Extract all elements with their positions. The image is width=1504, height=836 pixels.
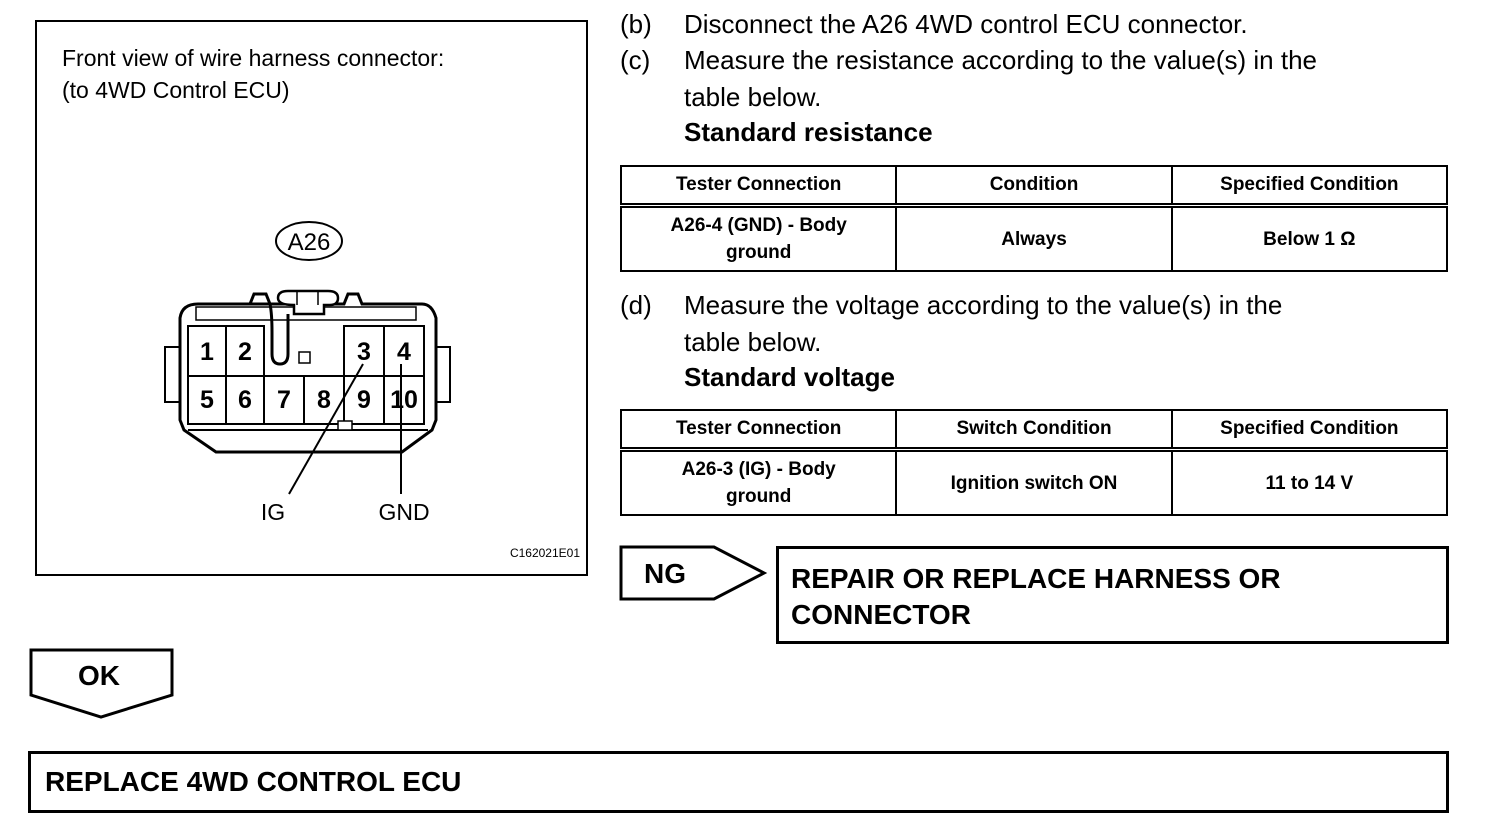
pin-label-2: 2 — [238, 338, 252, 366]
pin-label-1: 1 — [200, 338, 214, 366]
bottom-key — [337, 420, 353, 431]
header-specified-condition: Specified Condition — [1170, 409, 1449, 452]
ng-action-line1: REPAIR OR REPLACE HARNESS OR — [791, 563, 1281, 594]
figure-caption-line1: Front view of wire harness connector: — [62, 45, 445, 71]
right-side-tab — [435, 346, 451, 403]
pin-label-4: 4 — [397, 338, 411, 366]
ig-leader-line — [288, 363, 364, 495]
pin-label-10: 10 — [390, 386, 418, 414]
table-row: A26-4 (GND) - Body ground Always Below 1… — [619, 204, 1449, 272]
resistance-table: Tester Connection Condition Specified Co… — [619, 165, 1449, 272]
connector-housing — [178, 292, 438, 454]
table-header-row: Tester Connection Switch Condition Speci… — [619, 409, 1449, 452]
tester-line1: A26-4 (GND) - Body — [670, 215, 847, 236]
connector-diagram: A26 1 2 3 — [164, 221, 451, 525]
pin-label-7: 7 — [277, 386, 291, 414]
pin-label-5: 5 — [200, 386, 214, 414]
standard-resistance-heading: Standard resistance — [684, 117, 933, 147]
cell-condition: Always — [895, 204, 1173, 272]
lock-latch — [276, 289, 340, 316]
pin-cavity-10 — [383, 375, 425, 425]
header-tester-connection: Tester Connection — [619, 165, 898, 208]
ng-flag-label: NG — [644, 558, 686, 589]
ig-terminal-label: IG — [261, 499, 285, 525]
step-d-text-line2: table below. — [684, 327, 822, 357]
connector-id-ellipse — [275, 221, 343, 261]
header-specified-condition: Specified Condition — [1170, 165, 1449, 208]
header-tester-connection: Tester Connection — [619, 409, 898, 452]
step-c-text-line1: Measure the resistance according to the … — [684, 45, 1318, 75]
header-switch-condition: Switch Condition — [895, 409, 1173, 452]
connector-illustration-panel: Front view of wire harness connector: (t… — [35, 20, 588, 576]
step-c-text-line2: table below. — [684, 82, 822, 112]
figure-caption-line2: (to 4WD Control ECU) — [62, 77, 290, 103]
cell-tester-connection: A26-4 (GND) - Body ground — [619, 204, 898, 272]
tester-line2: ground — [725, 486, 792, 507]
table-header-row: Tester Connection Condition Specified Co… — [619, 165, 1449, 208]
pin-label-9: 9 — [357, 386, 371, 414]
left-side-tab — [164, 346, 181, 403]
tester-line2: ground — [725, 242, 792, 263]
voltage-table: Tester Connection Switch Condition Speci… — [619, 409, 1449, 516]
tester-line1: A26-3 (IG) - Body — [681, 459, 836, 480]
ng-flag-arrow-icon — [619, 545, 768, 601]
ng-action-box: REPAIR OR REPLACE HARNESS OR CONNECTOR — [776, 546, 1449, 644]
cell-specified: Below 1 Ω — [1170, 204, 1449, 272]
cell-specified: 11 to 14 V — [1170, 448, 1449, 516]
key-square — [298, 351, 311, 364]
table-row: A26-3 (IG) - Body ground Ignition switch… — [619, 448, 1449, 516]
pin-grid — [187, 325, 425, 425]
step-b-label: (b) — [620, 9, 652, 39]
step-c-label: (c) — [620, 45, 651, 75]
ok-flag-arrow-icon — [29, 648, 174, 719]
standard-voltage-heading: Standard voltage — [684, 362, 895, 392]
connector-id-label: A26 — [288, 229, 331, 256]
step-d-text-line1: Measure the voltage according to the val… — [684, 290, 1283, 320]
pin-label-8: 8 — [317, 386, 331, 414]
pin-label-3: 3 — [357, 338, 371, 366]
step-b-text: Disconnect the A26 4WD control ECU conne… — [684, 9, 1248, 39]
cell-tester-connection: A26-3 (IG) - Body ground — [619, 448, 898, 516]
ok-flag-label: OK — [78, 660, 120, 691]
ok-action-text: REPLACE 4WD CONTROL ECU — [45, 766, 462, 797]
pin-label-6: 6 — [238, 386, 252, 414]
ng-action-line2: CONNECTOR — [791, 599, 971, 630]
figure-code: C162021E01 — [509, 546, 580, 560]
gnd-terminal-label: GND — [378, 499, 429, 525]
lock-arm — [268, 303, 290, 366]
step-d-label: (d) — [620, 290, 652, 320]
ok-action-box: REPLACE 4WD CONTROL ECU — [28, 751, 1449, 813]
cell-switch-condition: Ignition switch ON — [895, 448, 1173, 516]
header-condition: Condition — [895, 165, 1173, 208]
